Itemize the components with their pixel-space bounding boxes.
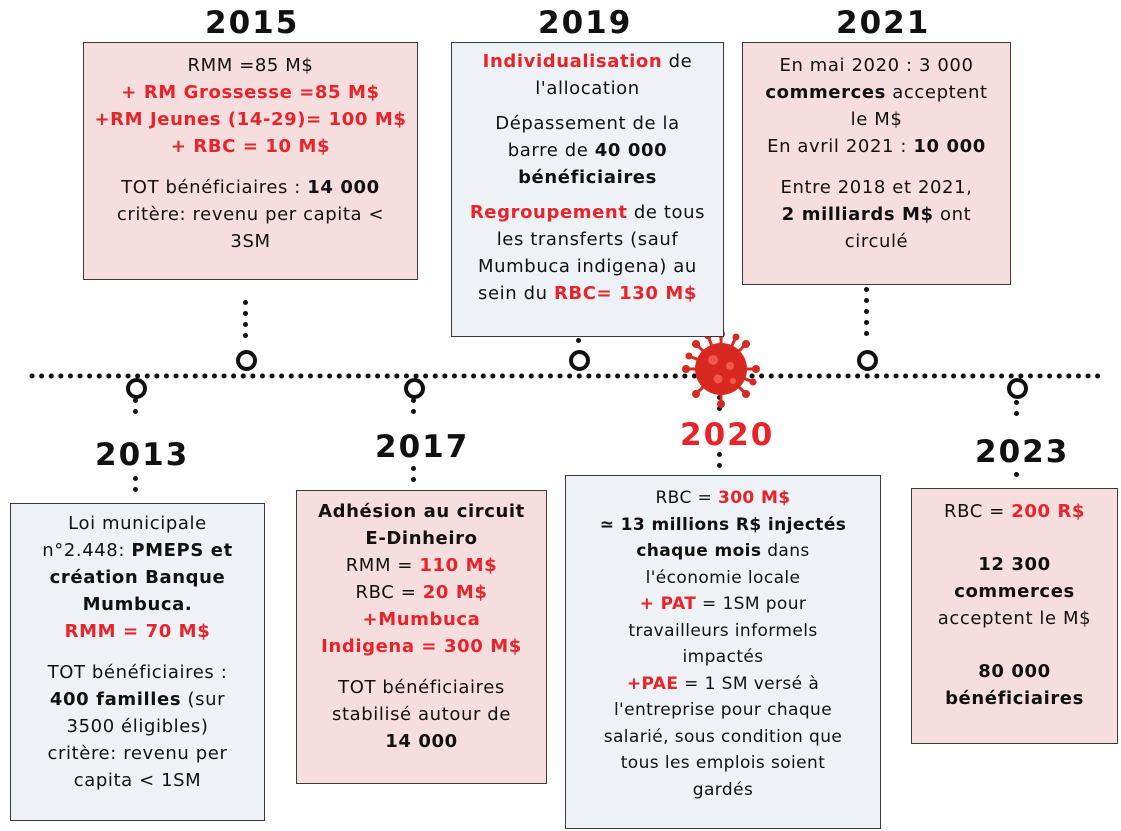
box-2013-line: critère: revenu per: [47, 743, 228, 764]
box-2017: Adhésion au circuit E-Dinheiro RMM = 110…: [296, 490, 547, 784]
box-2019-line: sein du RBC= 130 M$: [478, 283, 697, 304]
connector-2019: [576, 338, 582, 349]
box-2013-line: RMM = 70 M$: [64, 621, 211, 642]
connector-2015: [243, 300, 249, 344]
marker-2015: [236, 350, 257, 371]
year-2015: 2015: [205, 5, 300, 41]
connector-2023-bottom: [1014, 472, 1020, 483]
box-2019-line: Regroupement de tous: [469, 202, 706, 223]
box-2015-line: + RBC = 10 M$: [170, 136, 331, 157]
connector-2021: [864, 287, 870, 342]
connector-2020-bottom: [717, 452, 723, 474]
box-2019: Individualisation de l'allocation Dépass…: [451, 42, 724, 337]
box-2017-line: +Mumbuca: [362, 609, 481, 630]
marker-2013: [126, 378, 147, 399]
year-2023: 2023: [975, 434, 1070, 470]
box-2015-line: 3SM: [230, 231, 271, 252]
connector-2023-top: [1014, 400, 1020, 422]
marker-2017: [404, 378, 425, 399]
box-2017-line: TOT bénéficiaires: [338, 677, 505, 698]
box-2013-line: capita < 1SM: [73, 770, 202, 791]
year-2013: 2013: [95, 437, 190, 473]
box-2015: RMM =85 M$ + RM Grossesse =85 M$ +RM Jeu…: [83, 42, 418, 280]
box-2015-line: +RM Jeunes (14-29)= 100 M$: [94, 109, 407, 130]
box-2013-line: Loi municipale: [68, 513, 207, 534]
box-2019-line: Mumbuca indigena) au: [478, 256, 697, 277]
box-2020-line: +PAE = 1 SM versé à: [626, 673, 820, 694]
box-2021-line: En avril 2021 : 10 000: [767, 136, 986, 157]
box-2013-line: n°2.448: PMEPS et: [42, 540, 233, 561]
connector-2013-bottom: [133, 476, 139, 498]
box-2021-line: le M$: [850, 109, 903, 130]
box-2019-line: l'allocation: [535, 78, 640, 99]
box-2021-line: commerces acceptent: [765, 82, 988, 103]
box-2013: Loi municipale n°2.448: PMEPS et créatio…: [10, 503, 265, 821]
box-2021-line: circulé: [844, 231, 909, 252]
marker-2023: [1007, 378, 1028, 399]
box-2019-line: bénéficiaires: [518, 167, 657, 188]
box-2020-line: travailleurs informels: [628, 620, 818, 641]
box-2017-line: RBC = 20 M$: [355, 582, 488, 603]
box-2021-line: Entre 2018 et 2021,: [780, 177, 973, 198]
box-2020-line: l'entreprise pour chaque: [613, 700, 833, 720]
box-2023-line: bénéficiaires: [945, 688, 1084, 709]
connector-2017-top: [411, 398, 417, 420]
box-2013-line: 3500 éligibles): [66, 716, 209, 737]
marker-2021: [857, 350, 878, 371]
box-2017-line: stabilisé autour de: [331, 704, 511, 725]
box-2020-line: ≃ 13 millions R$ injectés: [599, 514, 847, 535]
virus-icon: [682, 330, 760, 408]
year-2021: 2021: [836, 5, 931, 41]
box-2019-line: barre de 40 000: [507, 140, 668, 161]
box-2017-line: 14 000: [385, 731, 458, 752]
box-2013-line: 400 familles (sur: [49, 689, 226, 710]
box-2017-line: Adhésion au circuit: [318, 501, 525, 522]
marker-2019: [569, 350, 590, 371]
box-2021: En mai 2020 : 3 000 commerces acceptent …: [742, 42, 1011, 285]
box-2020-line: chaque mois dans: [636, 541, 810, 561]
box-2020-line: + PAT = 1SM pour: [639, 594, 807, 614]
box-2021-line: 2 milliards M$ ont: [781, 204, 972, 225]
box-2019-line: les transferts (sauf: [496, 229, 679, 250]
box-2021-line: En mai 2020 : 3 000: [779, 55, 974, 76]
connector-2013-top: [133, 398, 139, 420]
box-2023: RBC = 200 R$ 12 300 commerces acceptent …: [911, 488, 1118, 744]
box-2015-line: + RM Grossesse =85 M$: [121, 82, 380, 103]
box-2015-line: TOT bénéficiaires : 14 000: [121, 177, 380, 198]
box-2013-line: Mumbuca.: [82, 594, 193, 615]
box-2023-line: commerces: [954, 581, 1075, 602]
box-2015-line: RMM =85 M$: [187, 55, 314, 76]
box-2020-line: salarié, sous condition que: [603, 726, 843, 747]
box-2020: RBC = 300 M$ ≃ 13 millions R$ injectés c…: [565, 475, 881, 829]
box-2013-line: création Banque: [49, 567, 226, 588]
box-2020-line: l'économie locale: [645, 567, 801, 588]
box-2017-line: E-Dinheiro: [365, 528, 478, 549]
box-2015-line: critère: revenu per capita <: [116, 204, 385, 225]
year-2020: 2020: [680, 417, 775, 453]
connector-2017-bottom: [411, 466, 417, 488]
box-2019-line: Individualisation de: [482, 51, 693, 72]
box-2017-line: Indigena = 300 M$: [321, 636, 522, 657]
box-2020-line: impactés: [682, 647, 764, 667]
box-2023-line: 12 300: [978, 554, 1051, 575]
box-2020-line: tous les emplois soient: [620, 753, 826, 773]
box-2019-line: Dépassement de la: [495, 113, 680, 134]
box-2017-line: RMM = 110 M$: [345, 555, 498, 576]
year-2019: 2019: [538, 5, 633, 41]
box-2023-line: 80 000: [978, 661, 1051, 682]
box-2023-line: RBC = 200 R$: [943, 501, 1086, 522]
box-2020-line: gardés: [692, 779, 754, 800]
year-2017: 2017: [375, 429, 470, 465]
box-2020-line: RBC = 300 M$: [655, 488, 791, 508]
box-2013-line: TOT bénéficiaires :: [47, 662, 228, 683]
box-2023-line: acceptent le M$: [937, 608, 1092, 629]
